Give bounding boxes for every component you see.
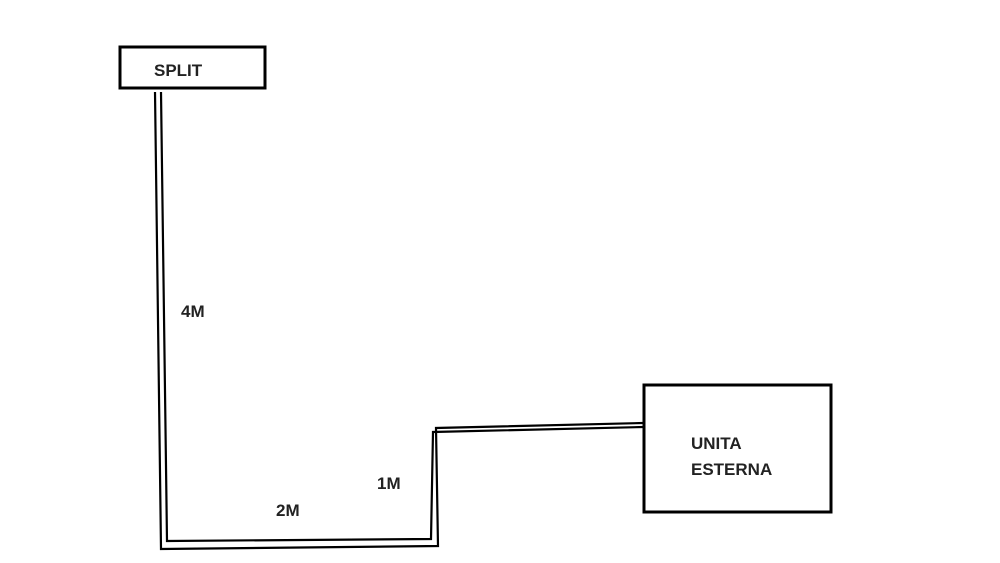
segment-label-horizontal: 2M: [276, 501, 300, 520]
split-unit: SPLIT: [118, 45, 267, 90]
outdoor-unit-box: [642, 383, 833, 514]
split-unit-label: SPLIT: [154, 61, 203, 80]
outdoor-unit-label-line1: UNITA: [691, 434, 742, 453]
pipe-route: [153, 91, 644, 551]
outdoor-unit-label-line2: ESTERNA: [691, 460, 772, 479]
split-unit-box: [118, 45, 267, 90]
segment-label-vertical: 4M: [181, 302, 205, 321]
pipe-route-outer: [153, 91, 644, 551]
outdoor-unit: UNITA ESTERNA: [642, 383, 833, 514]
segment-label-rise: 1M: [377, 474, 401, 493]
pipe-route-inner: [159, 91, 644, 543]
